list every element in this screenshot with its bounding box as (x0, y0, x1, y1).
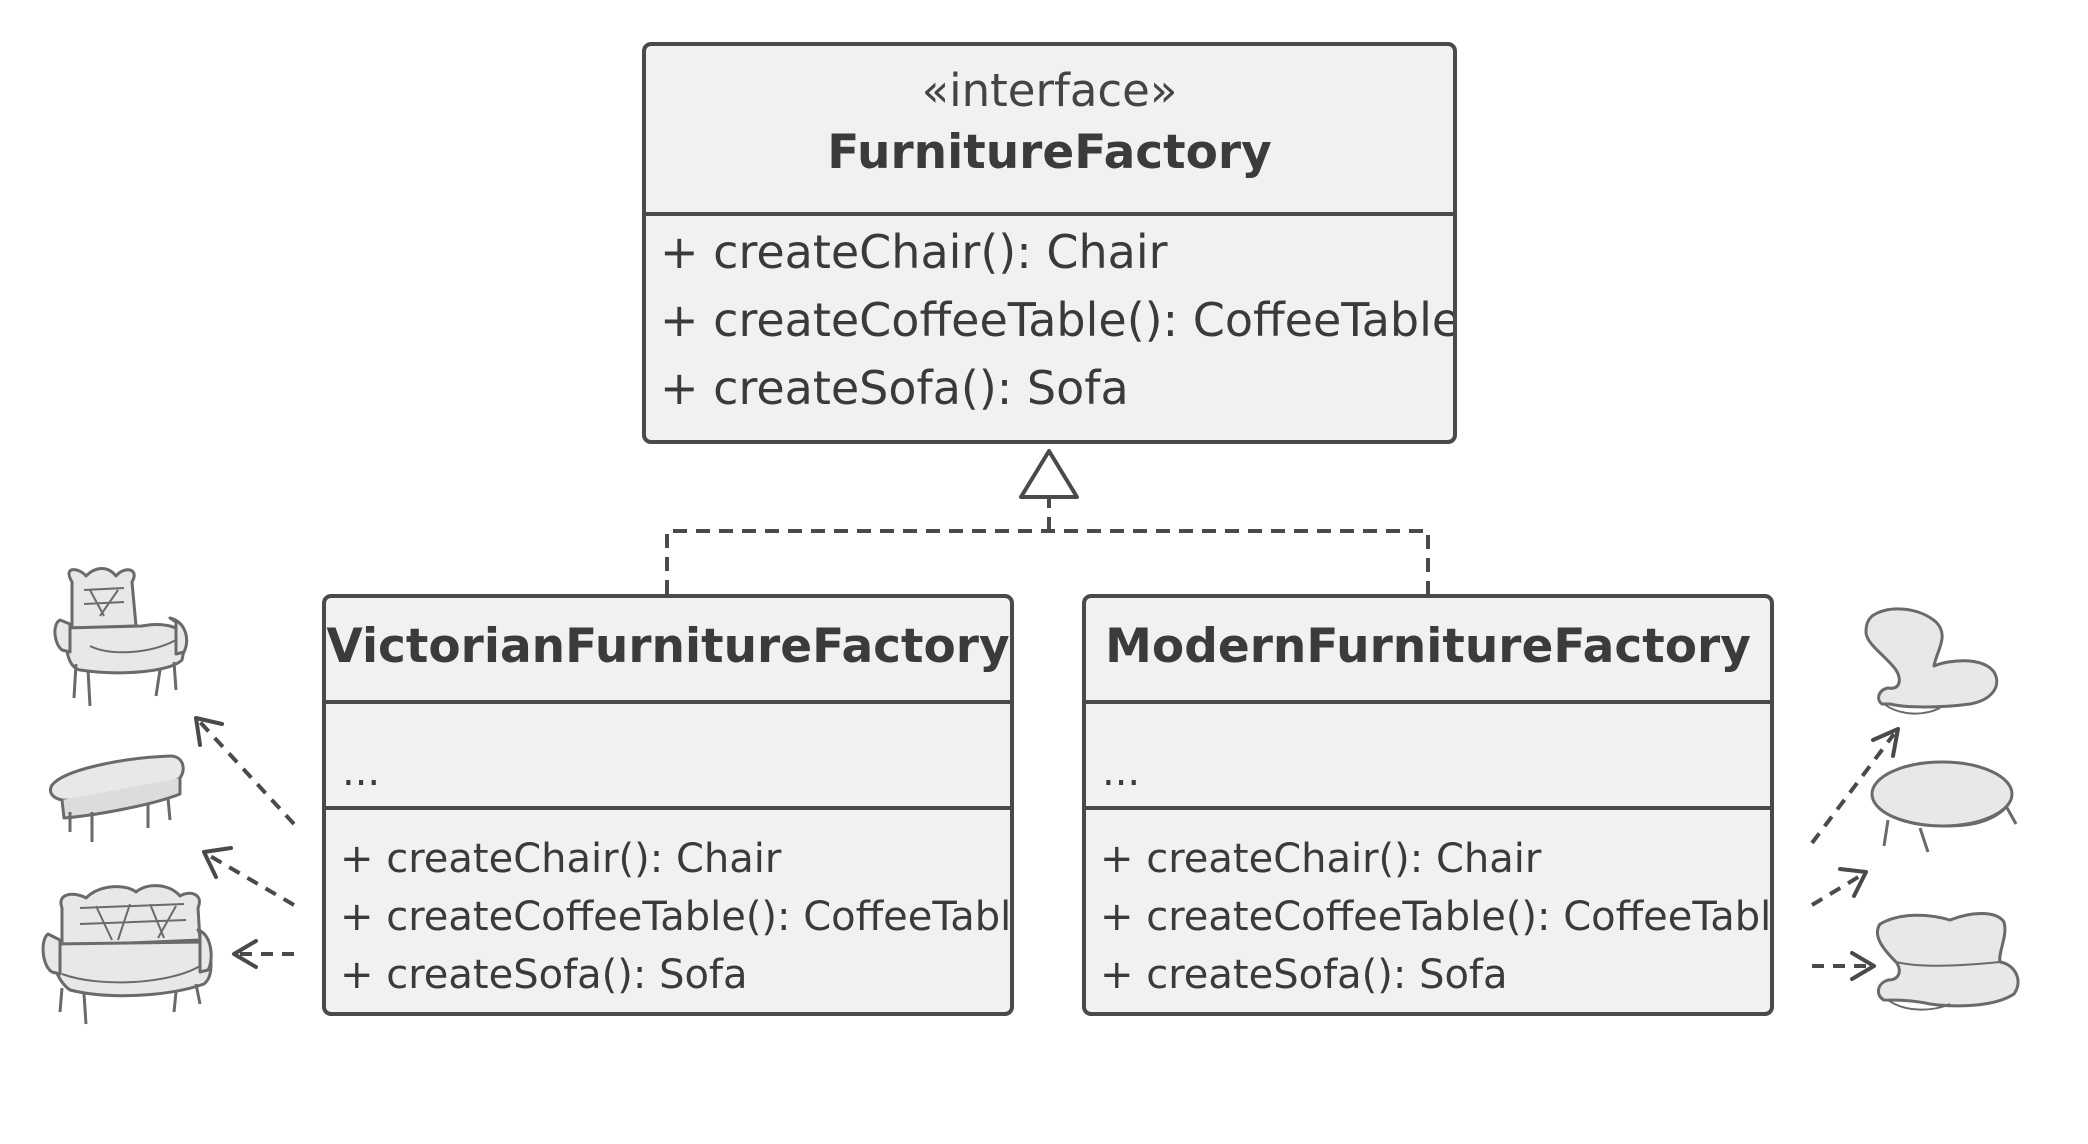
modern-sofa-icon (1875, 912, 2020, 1011)
arrow-to-victorian-chair (198, 720, 296, 826)
modern-class-name: ModernFurnitureFactory (1105, 619, 1751, 674)
method-create-sofa: + createSofa(): Sofa (660, 361, 1129, 415)
realization-connector (665, 497, 1430, 594)
interface-header: «interface» FurnitureFactory (646, 46, 1453, 216)
victorian-method-create-coffee-table: + createCoffeeTable(): CoffeeTable (340, 894, 1014, 940)
victorian-chair-icon (53, 567, 189, 707)
modern-product-arrows (1810, 732, 1896, 968)
victorian-arrowheads (194, 716, 258, 969)
victorian-class-name: VictorianFurnitureFactory (326, 619, 1010, 674)
victorian-fields-ellipsis: ... (342, 749, 381, 795)
arrow-to-modern-table (1810, 874, 1862, 907)
modern-fields-ellipsis: ... (1102, 749, 1141, 795)
interface-stereotype: «interface» (921, 64, 1178, 117)
modern-arrowheads (1838, 727, 1900, 981)
modern-coffee-table-icon (1870, 760, 2018, 853)
interface-name: FurnitureFactory (827, 125, 1272, 180)
furniture-factory-interface: «interface» FurnitureFactory + createCha… (642, 42, 1457, 444)
victorian-method-create-chair: + createChair(): Chair (340, 836, 782, 882)
modern-furniture-factory-class: ModernFurnitureFactory ... + createChair… (1082, 594, 1774, 1016)
victorian-sofa-icon (41, 884, 213, 1025)
modern-method-create-chair: + createChair(): Chair (1100, 836, 1542, 882)
method-create-chair: + createChair(): Chair (660, 225, 1168, 279)
victorian-coffee-table-icon (48, 754, 185, 842)
arrow-to-modern-chair (1810, 732, 1896, 845)
interface-methods: + createChair(): Chair + createCoffeeTab… (646, 216, 1453, 422)
arrow-to-victorian-table (208, 854, 296, 907)
modern-method-create-sofa: + createSofa(): Sofa (1100, 952, 1508, 998)
modern-class-methods: + createChair(): Chair + createCoffeeTab… (1086, 810, 1770, 1004)
realization-arrowhead (1019, 449, 1079, 499)
victorian-class-header: VictorianFurnitureFactory (326, 598, 1010, 704)
victorian-method-create-sofa: + createSofa(): Sofa (340, 952, 748, 998)
modern-class-header: ModernFurnitureFactory (1086, 598, 1770, 704)
victorian-class-methods: + createChair(): Chair + createCoffeeTab… (326, 810, 1010, 1004)
modern-class-fields: ... (1086, 704, 1770, 810)
method-create-coffee-table: + createCoffeeTable(): CoffeeTable (660, 293, 1457, 347)
victorian-product-arrows (198, 720, 296, 956)
modern-method-create-coffee-table: + createCoffeeTable(): CoffeeTable (1100, 894, 1774, 940)
modern-chair-icon (1864, 607, 1999, 715)
victorian-furniture-factory-class: VictorianFurnitureFactory ... + createCh… (322, 594, 1014, 1016)
victorian-class-fields: ... (326, 704, 1010, 810)
